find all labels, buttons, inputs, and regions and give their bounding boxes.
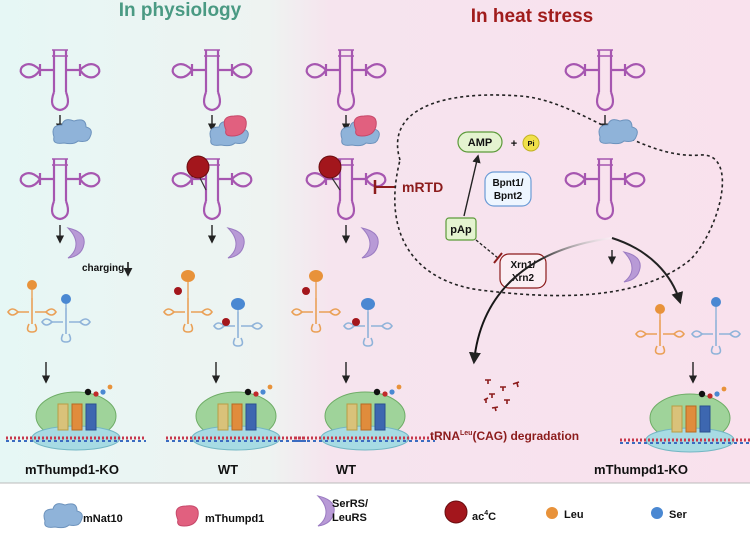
legend-leu: Leu [564,509,584,521]
leu-icon [309,270,323,282]
degradation-label: tRNALeu(CAG) degradation [430,429,579,443]
leu-icon [546,507,558,519]
legend-ser: Ser [669,509,687,521]
rescue-arrow [611,237,684,305]
ac4c-icon [444,500,468,524]
leu-icon [27,280,37,290]
header-heat-stress: In heat stress [471,6,594,27]
plus-label: + [511,138,517,150]
charged-trna-ser [691,297,741,355]
pi-icon [522,134,540,152]
legend-ac4c: ac4C [472,510,496,523]
mthumpd1-icon [353,115,377,137]
column-label-ko-1: mThumpd1-KO [25,462,119,477]
dashed-boundary [394,94,724,297]
xrn-label-1: Xrn1/ [510,260,535,271]
charged-trna-leu [163,270,213,333]
column-ko-heat: mThumpd1-KO [564,48,750,477]
ac4c-icon [186,155,210,179]
charged-trna-leu [7,280,57,333]
mthumpd1-icon [223,115,247,137]
charged-trna-ser [41,294,91,343]
column-ko-physiology: charging mThumpd1-KO [4,48,148,477]
pap-box [445,217,477,241]
bpnt-label-1: Bpnt1/ [492,178,523,189]
leu-icon [181,270,195,282]
bpnt-box [484,171,532,207]
arrow [463,154,481,217]
mrtd-label: mRTD [402,179,443,195]
mnat10-icon [43,503,83,529]
ser-icon [231,298,245,310]
legend-serrs-2: LeuRS [332,512,367,524]
degraded-fragments [483,379,520,412]
ser-icon [711,297,721,307]
legend-mnat10: mNat10 [83,513,123,525]
charged-trna-leu [635,304,685,355]
column-label-wt-2: WT [336,462,356,477]
ac4c-icon [302,287,310,295]
ac4c-icon [352,318,360,326]
column-wt-physiology: WT [163,48,308,477]
ser-icon [61,294,71,304]
charged-trna-ser [213,298,263,347]
ser-icon [361,298,375,310]
legend-serrs-1: SerRS/ [332,498,368,510]
ac4c-icon [318,155,342,179]
column-label-ko-2: mThumpd1-KO [594,462,688,477]
bpnt-label-2: Bpnt2 [494,191,523,202]
pi-label: Pi [527,139,534,148]
xrn-label-2: Xrn2 [512,273,535,284]
legend-mthumpd1: mThumpd1 [205,513,264,525]
pap-label: pAp [450,224,472,236]
inhibition-bar-icon [493,252,503,264]
amp-box [457,131,503,153]
degradation-arrow [468,237,613,365]
column-label-wt-1: WT [218,462,238,477]
amp-label: AMP [468,137,492,149]
mthumpd1-icon [175,505,199,527]
charging-label: charging [82,263,124,274]
column-wt-heat: WT mRTD [291,48,443,477]
charged-trna-ser [343,298,393,347]
header-physiology: In physiology [119,0,242,21]
ac4c-icon [222,318,230,326]
charged-trna-leu [291,270,341,333]
legend: mNat10 mThumpd1 SerRS/ LeuRS ac4C Leu Se… [43,495,687,529]
ac4c-icon [174,287,182,295]
leu-icon [655,304,665,314]
ser-icon [651,507,663,519]
